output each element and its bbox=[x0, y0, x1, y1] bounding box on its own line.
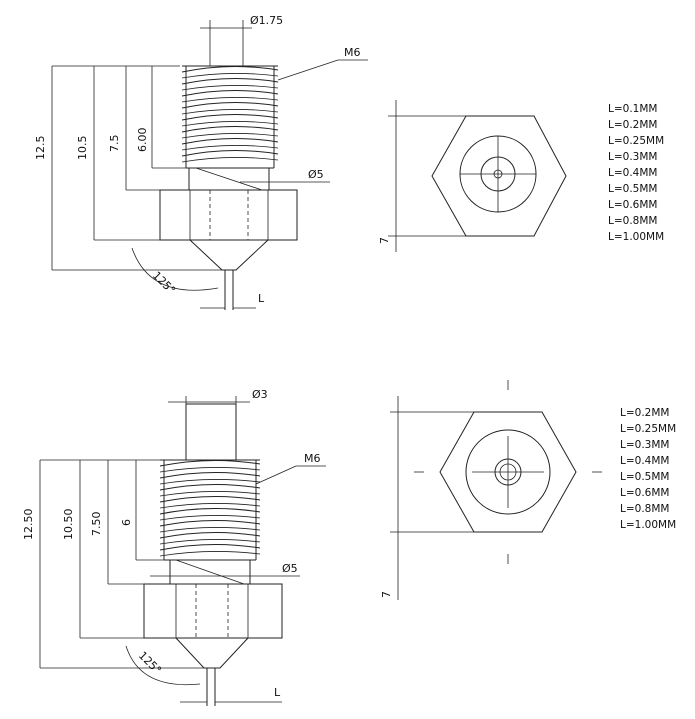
top-h2-label: 10.5 bbox=[76, 136, 89, 161]
top-hex-end-view: 7 bbox=[378, 100, 567, 252]
top-size-item: L=0.4MM bbox=[608, 167, 657, 179]
bottom-hex-body bbox=[143, 583, 283, 639]
bottom-hex-height-label: 7 bbox=[380, 591, 393, 598]
bottom-size-item: L=0.6MM bbox=[620, 487, 669, 499]
top-length-label: L bbox=[258, 292, 265, 305]
top-thread-label: M6 bbox=[344, 46, 361, 59]
bottom-size-item: L=0.5MM bbox=[620, 471, 669, 483]
bottom-h3-label: 7.50 bbox=[90, 512, 103, 537]
bottom-h1-label: 12.50 bbox=[22, 509, 35, 541]
top-angle-label: 125° bbox=[150, 269, 178, 297]
bottom-h4-label: 6 bbox=[120, 519, 133, 526]
top-size-item: L=0.25MM bbox=[608, 135, 664, 147]
top-nozzle-side-view: Ø1.75 M6 Ø5 12.5 10.5 7.5 6.00 125° L bbox=[34, 14, 368, 310]
top-size-item: L=0.2MM bbox=[608, 119, 657, 131]
bottom-tip-cone bbox=[175, 637, 249, 669]
bottom-length-label: L bbox=[274, 686, 281, 699]
top-hex-body bbox=[159, 189, 298, 241]
top-hex-height-label: 7 bbox=[378, 237, 391, 244]
top-size-item: L=0.1MM bbox=[608, 103, 657, 115]
bottom-size-item: L=0.8MM bbox=[620, 503, 669, 515]
bottom-size-list: L=0.2MM L=0.25MM L=0.3MM L=0.4MM L=0.5MM… bbox=[620, 407, 676, 531]
bottom-hex-end-view: 7 bbox=[380, 380, 602, 600]
top-h1-label: 12.5 bbox=[34, 136, 47, 161]
top-size-item: L=0.5MM bbox=[608, 183, 657, 195]
bottom-size-item: L=0.2MM bbox=[620, 407, 669, 419]
bottom-diameter-mid-label: Ø5 bbox=[282, 562, 298, 575]
top-h3-label: 7.5 bbox=[108, 135, 121, 153]
bottom-size-item: L=1.00MM bbox=[620, 519, 676, 531]
bottom-thread-label: M6 bbox=[304, 452, 321, 465]
top-size-item: L=1.00MM bbox=[608, 231, 664, 243]
bottom-h2-label: 10.50 bbox=[62, 509, 75, 541]
bottom-diameter-top-label: Ø3 bbox=[252, 388, 268, 401]
top-tip-cone bbox=[189, 239, 269, 271]
top-diameter-top-label: Ø1.75 bbox=[250, 14, 283, 27]
bottom-nozzle-side-view: Ø3 M6 Ø5 12.50 10.50 7.50 6 125° L bbox=[22, 388, 326, 706]
top-size-item: L=0.3MM bbox=[608, 151, 657, 163]
bottom-thread bbox=[159, 459, 261, 561]
bottom-angle-label: 125° bbox=[136, 649, 164, 677]
top-size-list: L=0.1MM L=0.2MM L=0.25MM L=0.3MM L=0.4MM… bbox=[608, 103, 664, 243]
top-thread bbox=[181, 65, 279, 169]
bottom-filament-bore bbox=[185, 403, 237, 461]
bottom-size-item: L=0.3MM bbox=[620, 439, 669, 451]
top-diameter-mid-label: Ø5 bbox=[308, 168, 324, 181]
top-size-item: L=0.6MM bbox=[608, 199, 657, 211]
top-size-item: L=0.8MM bbox=[608, 215, 657, 227]
bottom-size-item: L=0.25MM bbox=[620, 423, 676, 435]
bottom-size-item: L=0.4MM bbox=[620, 455, 669, 467]
top-h4-label: 6.00 bbox=[136, 128, 149, 153]
